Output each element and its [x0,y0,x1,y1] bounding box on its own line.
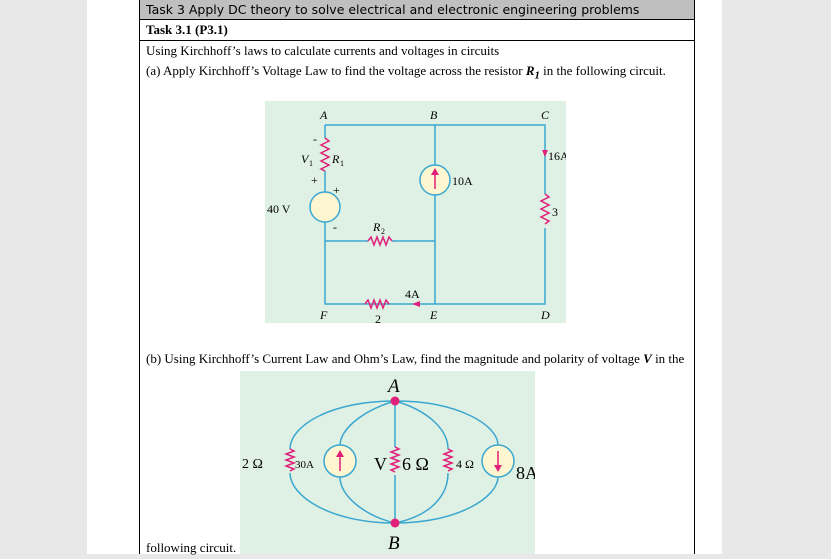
arrow-left-icon [412,301,420,307]
r-mid-label: 6 Ω [402,454,429,474]
resistor-2-label: 2 [375,312,381,323]
node-a: A [319,108,328,122]
node-c: C [541,108,550,122]
r2-sub: 2 [381,227,385,236]
part-b-text: (b) Using Kirchhoff’s Current Law and Oh… [140,349,684,369]
r1-label: R [331,152,340,166]
v1-label: V [301,152,310,166]
node-d: D [540,308,550,322]
i-left-label: 30A [295,459,314,471]
task-header: Task 3 Apply DC theory to solve electric… [140,0,694,20]
plus-sign: + [311,173,318,187]
task-table: Task 3 Apply DC theory to solve electric… [139,0,695,555]
minus-sign: - [313,132,317,146]
minus-sign: - [333,220,337,234]
resistor-2-ohm [283,448,297,472]
resistor-r1 [319,137,331,172]
circuit-b-svg: A B 2 Ω 30A V 6 Ω 4 Ω 8A [242,376,538,554]
arrow-down-icon [494,465,502,472]
arrow-up-icon [431,168,439,175]
current-10a-label: 10A [452,174,473,188]
node-b-label: B [388,533,400,554]
resistor-r2 [367,234,393,248]
node-e: E [429,308,438,322]
circuit-diagram-b: A B 2 Ω 30A V 6 Ω 4 Ω 8A [240,371,538,554]
r-left-label: 2 Ω [242,457,263,472]
resistor-2 [364,297,390,311]
part-a-prefix: (a) Apply Kirchhoff’s Voltage Law to fin… [146,63,526,78]
plus-sign: + [333,183,340,197]
resistor-6-ohm [388,446,402,473]
part-b-suffix: in the [651,351,685,366]
part-a-var: R [525,63,535,78]
part-b-var: V [643,351,652,366]
node-b: B [430,108,438,122]
v-label: V [374,454,387,474]
source-voltage-label: 40 V [267,202,291,216]
arrow-up-icon [336,450,344,457]
resistor-4-ohm [441,448,455,472]
part-b-continuation: following circuit. [146,540,237,555]
voltage-source [309,191,341,223]
part-a-text: (a) Apply Kirchhoff’s Voltage Law to fin… [140,61,694,86]
arrow-down-icon [542,150,548,157]
current-16a-label: 16A [548,149,566,163]
r1-sub: 1 [340,159,344,168]
resistor-3 [539,193,551,225]
v1-sub: 1 [309,159,313,168]
part-b-prefix: (b) Using Kirchhoff’s Current Law and Oh… [146,351,644,366]
r2-label: R [372,220,381,234]
node-a-label: A [386,376,400,397]
node-b-dot [390,518,400,528]
subtask-title: Task 3.1 (P3.1) [140,20,694,41]
resistor-3-label: 3 [552,205,558,219]
node-f: F [319,308,328,322]
intro-text: Using Kirchhoff’s laws to calculate curr… [146,43,500,58]
part-a-sub: 1 [534,69,540,82]
part-a-suffix: in the following circuit. [539,63,666,78]
current-4a-label: 4A [405,287,420,301]
node-a-dot [390,396,400,406]
r-right-label: 4 Ω [456,457,474,471]
i-right-label: 8A [516,463,535,483]
